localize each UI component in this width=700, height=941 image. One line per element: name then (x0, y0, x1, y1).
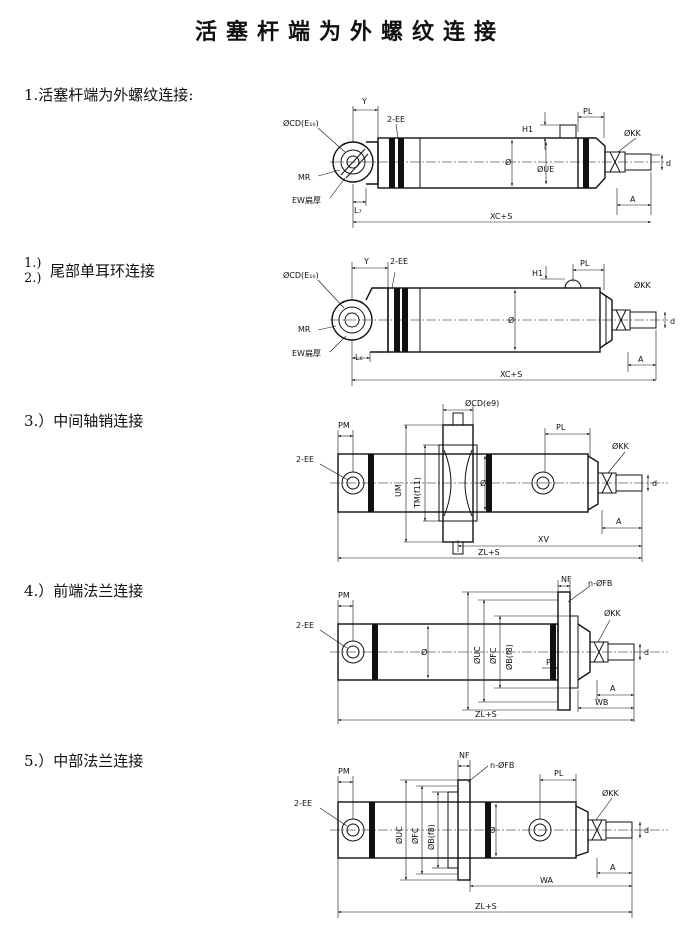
d1-mr-label: MR (298, 173, 311, 182)
d1-xcs-label: XC+S (490, 212, 512, 221)
d5-nfb-label: n-ØFB (490, 760, 514, 770)
d5-d-label: d (644, 826, 649, 835)
d1-ee-label: 2-EE (387, 115, 405, 124)
d2-xcs-label: XC+S (500, 370, 522, 379)
d3-a-label: A (616, 517, 622, 526)
d5-nf-label: NF (459, 751, 470, 760)
d5-a-label: A (610, 863, 616, 872)
d4-pm-label: PM (338, 591, 350, 600)
d4-wb-label: WB (595, 698, 608, 707)
d5-dia-label: Ø (489, 825, 495, 835)
d3-zls-label: ZL+S (478, 548, 500, 557)
d3-d-label: d (652, 479, 657, 488)
d1-d-label: d (666, 159, 671, 168)
d5-pl-label: PL (554, 769, 564, 778)
d1-cd-label: ØCD(E₁₀) (283, 118, 319, 128)
d5-fc-label: ØFC (410, 827, 420, 844)
d1-kk-label: ØKK (624, 128, 642, 138)
d4-nfb-label: n-ØFB (588, 578, 612, 588)
d3-pm-label: PM (338, 421, 350, 430)
drawing-2-rear-single-eye (317, 262, 668, 386)
d4-kk-label: ØKK (604, 608, 622, 618)
d3-cd-e9-label: ØCD(e9) (465, 398, 499, 408)
d5-zls-label: ZL+S (475, 902, 497, 911)
d2-cd-label: ØCD(E₁₀) (283, 270, 319, 280)
d2-kk-label: ØKK (634, 280, 652, 290)
drawing-3-middle-trunnion (319, 404, 668, 562)
d3-um-label: UM (394, 484, 403, 497)
d5-uc-label: ØUC (394, 826, 404, 844)
d4-uc-label: ØUC (472, 646, 482, 664)
d4-d-label: d (644, 648, 649, 657)
section-4-heading: 4.）前端法兰连接 (24, 582, 144, 600)
section-2-numbers: 1.) 2.) (24, 256, 41, 286)
d1-ue-label: ØUE (537, 164, 554, 174)
section-5-heading: 5.）中部法兰连接 (24, 752, 144, 770)
d2-pl-label: PL (580, 259, 590, 268)
d4-dia-label: Ø (421, 647, 427, 657)
page-title: 活塞杆端为外螺纹连接 (194, 20, 505, 45)
d2-mr-label: MR (298, 325, 311, 334)
d1-pl-label: PL (583, 107, 593, 116)
d5-b-label: ØB(f8) (426, 824, 436, 850)
section-2-number-2: 2.) (24, 271, 42, 286)
d1-dia-label: Ø (505, 157, 511, 167)
d2-y-label: Y (363, 257, 369, 266)
d2-d-label: d (670, 317, 675, 326)
d1-y-label: Y (361, 97, 367, 106)
d4-pl-label: PL (546, 658, 556, 667)
drawing-4-front-flange (319, 580, 668, 724)
d4-zls-label: ZL+S (475, 710, 497, 719)
d5-pm-label: PM (338, 767, 350, 776)
d1-ew-label: EW扁厚 (292, 195, 321, 205)
d3-dia-label: Ø (480, 478, 486, 488)
d2-a-label: A (638, 355, 644, 364)
d3-tm-label: TM(f11) (413, 477, 422, 509)
section-2-number-1: 1.) (24, 256, 42, 271)
d1-l7-label: L₇ (354, 206, 362, 215)
d4-b-label: ØB(f8) (504, 644, 514, 670)
d5-ee-label: 2-EE (294, 799, 312, 808)
d2-h1-label: H1 (532, 269, 543, 278)
d5-wa-label: WA (540, 876, 553, 885)
d3-pl-label: PL (556, 423, 566, 432)
d1-a-label: A (630, 195, 636, 204)
drawing-5-middle-flange (319, 760, 668, 918)
d3-kk-label: ØKK (612, 441, 630, 451)
drawing-1-rod-end-thread (317, 106, 668, 228)
d3-xv-label: XV (538, 535, 549, 544)
d4-ee-label: 2-EE (296, 621, 314, 630)
d4-nf-label: NF (561, 575, 572, 584)
d4-a-label: A (610, 684, 616, 693)
d3-ee-label: 2-EE (296, 455, 314, 464)
d1-h1-label: H1 (522, 125, 533, 134)
section-1-heading: 1.活塞杆端为外螺纹连接: (24, 86, 194, 104)
section-2-heading: 尾部单耳环连接 (50, 262, 156, 280)
d2-dia-label: Ø (508, 315, 514, 325)
d5-kk-label: ØKK (602, 788, 620, 798)
d2-l6-label: L₆ (355, 353, 363, 362)
d2-ee-label: 2-EE (390, 257, 408, 266)
d2-ew-label: EW扁厚 (292, 348, 321, 358)
section-3-heading: 3.）中间轴销连接 (24, 412, 144, 430)
d4-fc-label: ØFC (488, 647, 498, 664)
